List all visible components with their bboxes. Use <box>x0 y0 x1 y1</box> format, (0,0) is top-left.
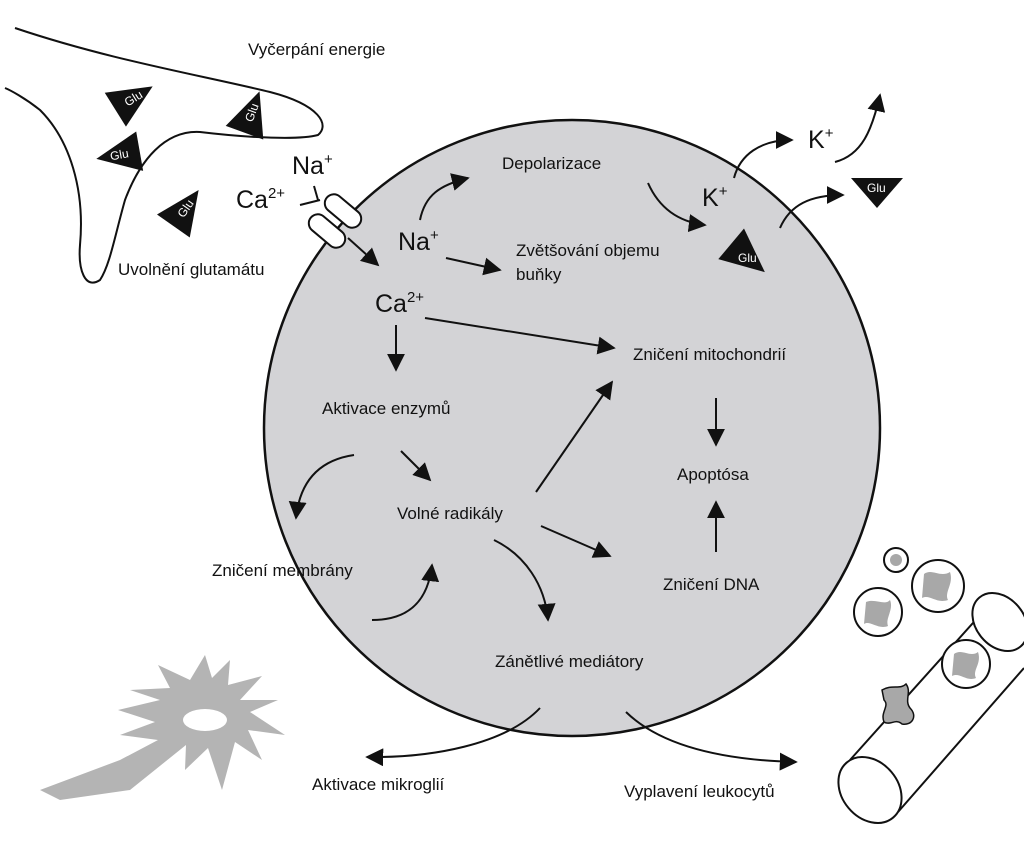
cell-swelling-label: Zvětšování objemu <box>516 241 660 260</box>
glu-vesicle: Glu <box>156 189 199 238</box>
microglia-cell <box>40 655 285 800</box>
leukocyte-migrating <box>881 682 915 725</box>
neuron-cell-body <box>262 118 882 738</box>
arrow-ca-mitochondria <box>424 317 616 355</box>
arrow-k-away <box>834 93 886 163</box>
arrow-glu-out <box>779 186 845 229</box>
blood-vessel <box>837 592 1024 824</box>
k-ion-inside: K+ <box>702 183 728 212</box>
glu-released: Glu <box>851 178 903 208</box>
presynaptic-terminal <box>4 27 324 284</box>
dna-damage-label: Zničení DNA <box>663 575 760 594</box>
glu-vesicle: Glu <box>225 91 264 140</box>
svg-text:Glu: Glu <box>867 181 886 195</box>
ca-ion-outside: Ca2+ <box>236 185 285 214</box>
arrow-depolarization-k <box>647 182 707 232</box>
na-ion-inside: Na+ <box>398 227 439 256</box>
depolarization-label: Depolarizace <box>502 154 601 173</box>
membrane-damage-label: Zničení membrány <box>212 561 353 580</box>
microglia-nucleus <box>183 709 227 731</box>
arrow-enzymes-radicals <box>400 450 432 482</box>
arrow-mediators-microglia <box>365 707 541 767</box>
mitochondria-damage-label: Zničení mitochondrií <box>633 345 786 364</box>
ca-ion-inside: Ca2+ <box>375 289 424 318</box>
leukocyte <box>853 587 903 637</box>
glutamate-release-label: Uvolnění glutamátu <box>118 260 264 279</box>
glu-vesicle: Glu <box>96 131 144 171</box>
k-ion-outside: K+ <box>808 125 834 154</box>
ion-channel <box>307 213 347 249</box>
arrow-membrane-radicals <box>371 563 440 621</box>
microglia-activation-label: Aktivace mikroglií <box>312 775 445 794</box>
glu-vesicle: Glu <box>718 228 765 273</box>
free-radicals-label: Volné radikály <box>397 504 503 523</box>
leukocyte-release-label: Vyplavení leukocytů <box>624 782 775 801</box>
apoptosis-label: Apoptósa <box>677 465 749 484</box>
energy-depletion-label: Vyčerpání energie <box>248 40 385 59</box>
arrow-radicals-mitochondria <box>535 380 614 493</box>
svg-text:Glu: Glu <box>738 251 757 265</box>
arrow-na-depolarization <box>419 173 470 221</box>
svg-text:Glu: Glu <box>242 101 262 123</box>
arrow-na-swelling <box>445 257 502 276</box>
leukocyte <box>941 639 991 689</box>
glu-vesicle: Glu <box>104 86 153 127</box>
na-ion-outside: Na+ <box>292 151 333 180</box>
arrow-enzymes-membrane <box>288 454 355 520</box>
ion-channel <box>323 193 363 229</box>
arrow-k-out <box>733 131 794 179</box>
arrow-radicals-mediators <box>493 539 556 622</box>
enzyme-activation-label: Aktivace enzymů <box>322 399 451 418</box>
svg-text:Glu: Glu <box>109 146 130 163</box>
cell-swelling-label-2: buňky <box>516 265 562 284</box>
arrow-radicals-dna <box>540 525 612 558</box>
arrow-mediators-leukocytes <box>625 711 798 771</box>
inflammatory-mediators-label: Zánětlivé mediátory <box>495 652 644 671</box>
leukocyte <box>883 547 909 573</box>
leukocyte <box>911 559 965 613</box>
